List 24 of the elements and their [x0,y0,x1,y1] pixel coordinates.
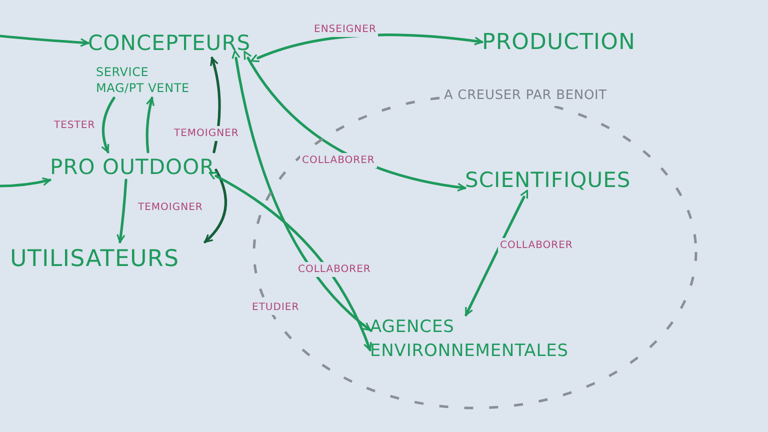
node-label: PRO OUTDOOR [50,154,216,181]
node-label: UTILISATEURS [10,245,180,274]
arrow [204,168,228,244]
edge-label: ENSEIGNER [312,22,378,37]
arrow [208,172,372,352]
node-label: CONCEPTEURS [88,30,252,57]
arrow [116,178,128,244]
edge-label: ETUDIER [250,300,302,315]
node-label: AGENCES ENVIRONNEMENTALES [370,316,570,363]
arrow [146,96,155,154]
arrow [250,34,484,62]
edge-label: TEMOIGNER [172,126,241,141]
arrow [232,50,372,332]
edge-label: COLLABORER [296,262,373,277]
edge-label: COLLABORER [498,238,575,253]
arrow [101,96,116,154]
edge-label: COLLABORER [300,153,377,168]
arrow [0,177,52,188]
node-label: PRODUCTION [482,29,636,57]
node-label: SERVICE MAG/PT VENTE [96,64,190,96]
arrow [464,190,528,316]
arrow [243,51,466,192]
node-label: SCIENTIFIQUES [465,167,632,194]
arrow [0,34,90,47]
